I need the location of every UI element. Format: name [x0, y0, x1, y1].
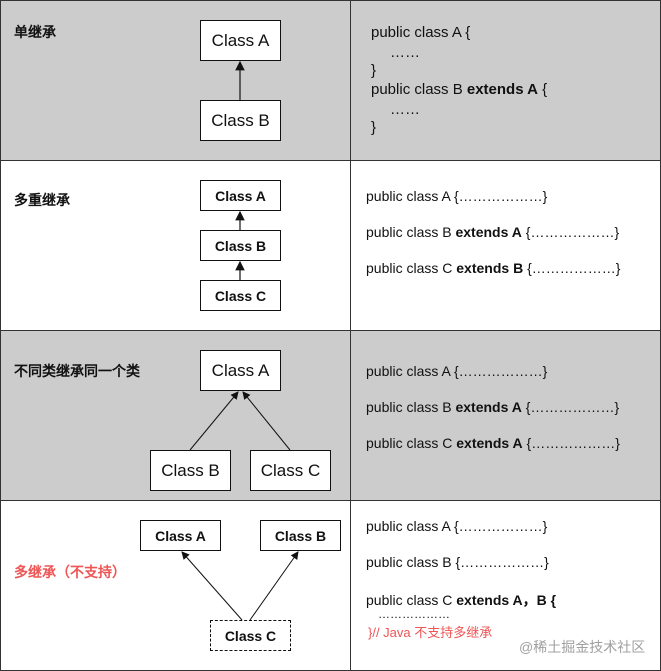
code-line: public class A { [371, 24, 471, 41]
code-text: public class C [366, 260, 457, 276]
code-text: public class C [366, 592, 457, 608]
code-line: public class C extends A，B { [366, 590, 556, 610]
code-text: public class C [366, 435, 457, 451]
code-keyword: extends A [455, 224, 522, 240]
watermark: @稀土掘金技术社区 [519, 639, 646, 655]
class-a-box: Class A [200, 350, 281, 391]
row-label-multiple-unsupported: 多继承（不支持） [14, 564, 126, 580]
class-b-box: Class B [150, 450, 231, 491]
code-keyword: extends A [455, 399, 522, 415]
code-text: {………………} [521, 399, 620, 415]
row-divider [0, 330, 661, 331]
code-line: public class A {………………} [366, 518, 548, 534]
code-text: public class B [366, 224, 456, 240]
row-label-multilevel: 多重继承 [14, 192, 70, 208]
code-line: public class C extends A {………………} [366, 435, 620, 451]
code-line: public class A {………………} [366, 363, 548, 379]
code-line: public class B extends A {………………} [366, 224, 619, 240]
row-divider [0, 160, 661, 161]
code-comment: }// Java 不支持多继承 [368, 625, 493, 640]
table-border-top [0, 0, 661, 1]
class-b-box: Class B [200, 100, 281, 141]
code-line: …… [390, 44, 420, 61]
code-line: } [371, 119, 377, 136]
row-label-single: 单继承 [14, 24, 56, 40]
class-c-box: Class C [210, 620, 291, 651]
row-divider [0, 500, 661, 501]
column-divider [350, 0, 351, 671]
row-multilevel-inheritance [0, 160, 661, 330]
class-c-box: Class C [200, 280, 281, 311]
row-single-inheritance [0, 0, 661, 160]
class-c-box: Class C [250, 450, 331, 491]
class-a-box: Class A [200, 180, 281, 211]
code-line: ……………… [378, 607, 450, 621]
code-line: } [371, 62, 377, 79]
code-text: public class B [366, 399, 456, 415]
class-b-box: Class B [200, 230, 281, 261]
code-keyword: extends A，B { [456, 592, 557, 608]
code-text: {………………} [522, 435, 620, 451]
code-keyword: extends A [466, 81, 539, 98]
code-keyword: extends A [456, 435, 523, 451]
class-a-box: Class A [200, 20, 281, 61]
code-text: {………………} [523, 260, 621, 276]
code-line: public class C extends B {………………} [366, 260, 620, 276]
code-text: { [538, 81, 548, 98]
code-line: public class B {………………} [366, 554, 549, 570]
row-label-hierarchical: 不同类继承同一个类 [14, 363, 140, 379]
code-keyword: extends B [456, 260, 524, 276]
code-text: {………………} [521, 224, 620, 240]
class-b-box: Class B [260, 520, 341, 551]
code-text: public class B [371, 81, 467, 98]
code-line: …… [390, 101, 420, 118]
code-line: public class B extends A {………………} [366, 399, 619, 415]
code-line: public class B extends A { [371, 81, 547, 98]
class-a-box: Class A [140, 520, 221, 551]
code-line: public class A {………………} [366, 188, 548, 204]
